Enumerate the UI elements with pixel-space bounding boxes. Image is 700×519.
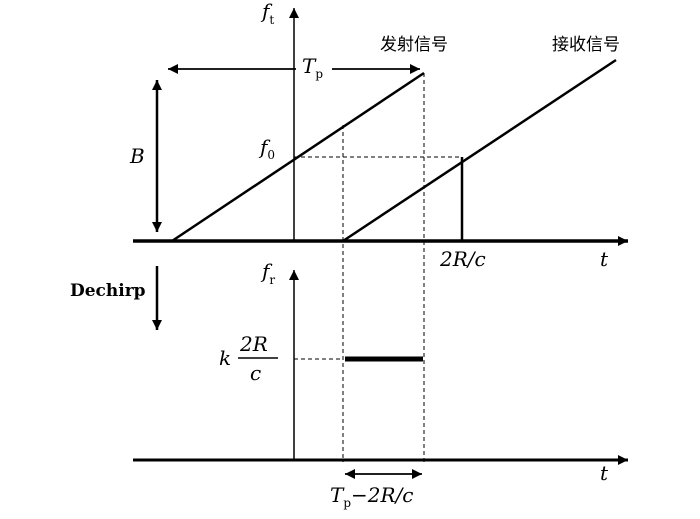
bottom-x-axis-label: t bbox=[600, 461, 609, 485]
transmit-signal-label: 发射信号 bbox=[380, 35, 448, 55]
delay-label: 2R/c bbox=[439, 247, 486, 271]
f0-label: f0 bbox=[258, 135, 275, 162]
tp-label: Tp bbox=[302, 54, 323, 81]
k-label: k bbox=[219, 346, 231, 370]
fraction-numerator: 2R bbox=[239, 332, 268, 356]
bandwidth-label: B bbox=[129, 144, 145, 168]
fraction-denominator: c bbox=[250, 361, 261, 385]
top-y-axis-label: ft bbox=[260, 0, 274, 27]
dechirp-label: Dechirp bbox=[70, 281, 146, 301]
receive-signal-label: 接收信号 bbox=[552, 35, 620, 55]
receive-chirp-line bbox=[342, 58, 617, 243]
bottom-y-axis-label: fr bbox=[260, 259, 275, 287]
tp-label-bg bbox=[296, 58, 332, 80]
top-x-axis-label: t bbox=[600, 247, 609, 271]
overlap-width-label: Tp−2R/c bbox=[330, 483, 414, 510]
